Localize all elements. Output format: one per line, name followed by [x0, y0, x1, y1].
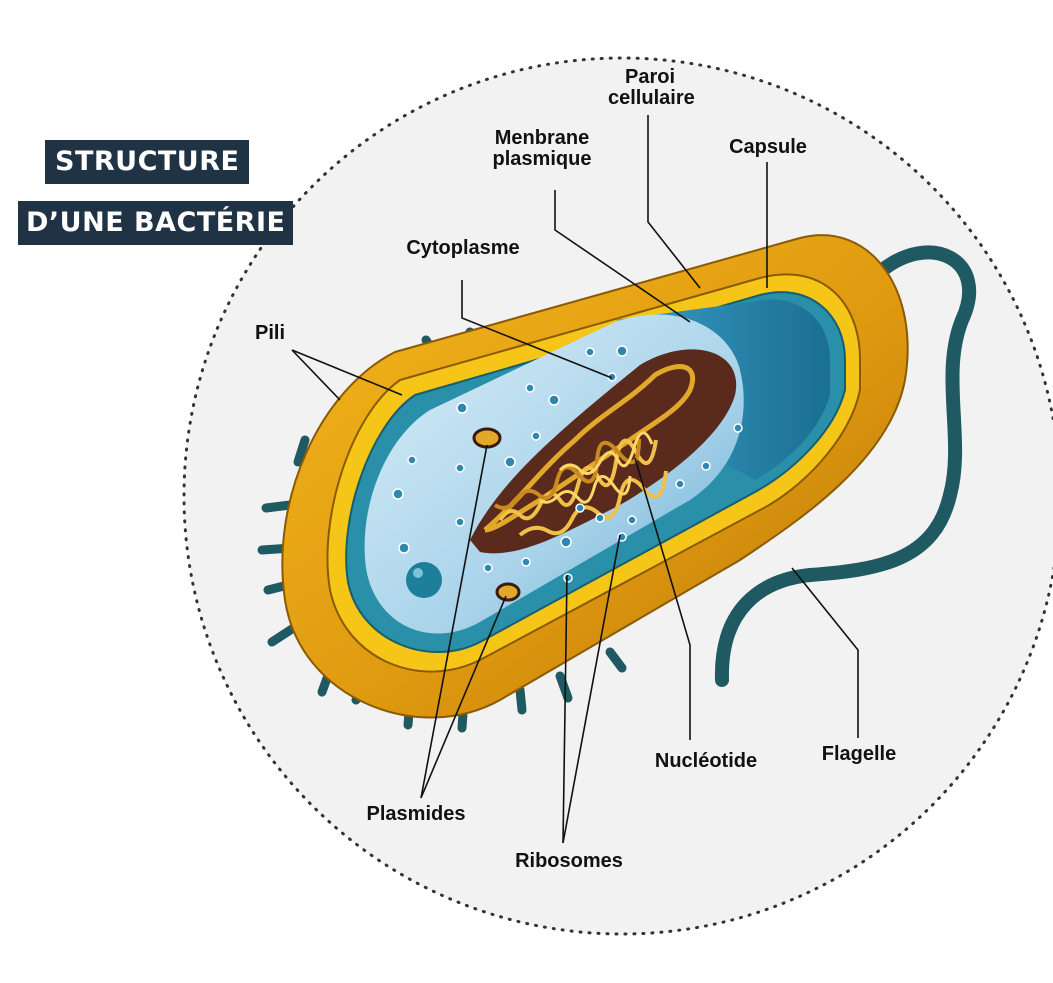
- label-nucleotide: Nucléotide: [640, 751, 772, 772]
- title-line-2: D’UNE BACTÉRIE: [18, 201, 293, 245]
- label-ribosomes: Ribosomes: [502, 851, 636, 872]
- label-pili: Pili: [248, 323, 292, 344]
- label-capsule: Capsule: [720, 137, 816, 158]
- title-text-2: D’UNE BACTÉRIE: [26, 205, 285, 241]
- title-line-1: STRUCTURE: [45, 140, 249, 184]
- label-flagelle: Flagelle: [806, 744, 912, 765]
- label-paroi-cellulaire: Paroi cellulaire: [608, 67, 692, 109]
- title-text-1: STRUCTURE: [55, 144, 239, 180]
- inclusion-granule: [406, 562, 442, 598]
- label-cytoplasme: Cytoplasme: [392, 238, 534, 259]
- label-plasmides: Plasmides: [352, 804, 480, 825]
- label-membrane-plasmique: Menbrane plasmique: [490, 128, 594, 170]
